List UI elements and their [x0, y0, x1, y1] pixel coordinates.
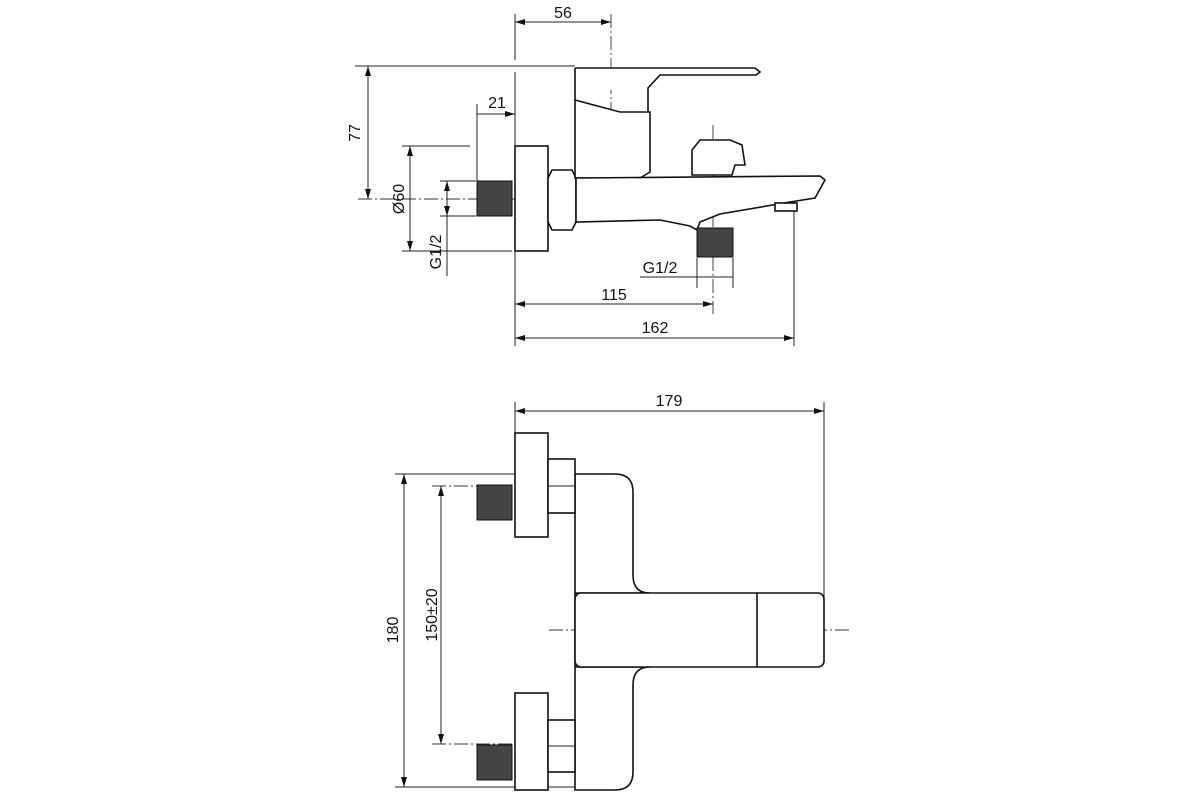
top-inlet-thread — [476, 484, 513, 521]
nut — [547, 169, 577, 231]
dim-total-height: 180 — [385, 617, 402, 644]
dim-height: 77 — [347, 124, 364, 142]
bottom-inlet-thread — [476, 744, 513, 781]
lever-handle — [575, 67, 762, 112]
aerator — [774, 202, 798, 212]
spout — [575, 175, 827, 232]
wall-flange — [514, 145, 549, 252]
dim-flange-diameter: Ø60 — [391, 184, 408, 214]
lever-front — [574, 592, 825, 668]
top-flange — [514, 432, 549, 538]
diverter-knob — [691, 139, 746, 176]
side-view: 56 77 21 Ø60 G1/2 G1/2 115 162 — [347, 5, 827, 346]
inlet-thread — [476, 180, 513, 217]
dim-inlet-spacing: 150±20 — [424, 588, 441, 641]
dim-total-depth: 162 — [642, 320, 669, 337]
dim-front-depth: 179 — [656, 393, 683, 410]
dim-outlet-distance: 115 — [601, 287, 627, 304]
bottom-flange — [514, 692, 549, 791]
outlet-thread — [696, 227, 734, 258]
dim-thread-length: 21 — [488, 95, 506, 112]
front-view: 179 180 150±20 — [385, 393, 852, 791]
dim-lever-offset: 56 — [554, 5, 572, 22]
dim-outlet-thread: G1/2 — [643, 260, 678, 277]
dim-inlet-thread: G1/2 — [428, 235, 445, 270]
